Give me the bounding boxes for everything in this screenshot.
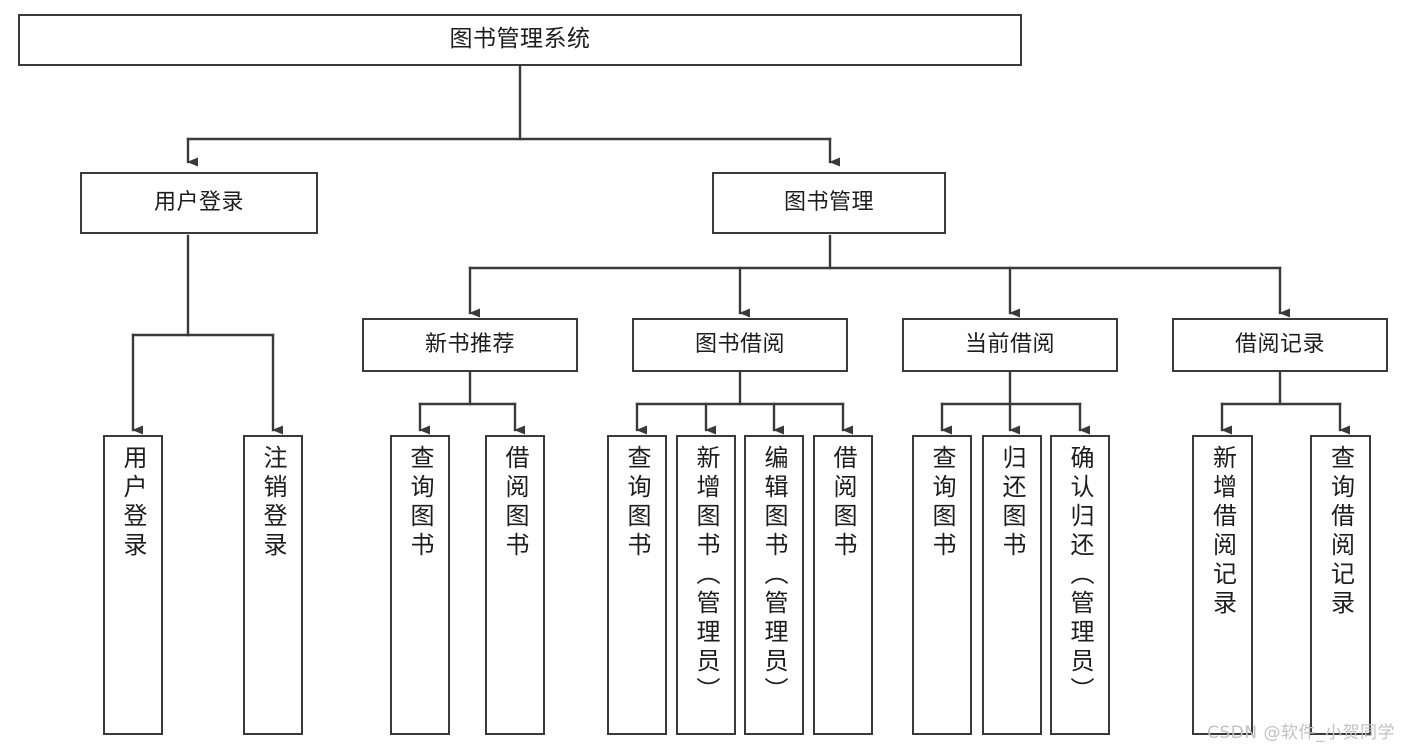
node-leaf-borrow-book-2-label: 借阅图书 <box>829 445 857 561</box>
node-leaf-query-book-2-label: 查询图书 <box>623 445 651 561</box>
node-user-login-label: 用户登录 <box>153 190 244 216</box>
node-leaf-confirm-return[interactable]: 确认归还（管理员） <box>1050 435 1110 735</box>
node-current-borrow[interactable]: 当前借阅 <box>902 318 1118 372</box>
node-leaf-logout-login-label: 注销登录 <box>259 445 287 561</box>
node-leaf-add-book-label: 新增图书（管理员） <box>692 445 720 706</box>
node-leaf-query-book-2[interactable]: 查询图书 <box>607 435 667 735</box>
node-book-management[interactable]: 图书管理 <box>712 172 946 234</box>
node-leaf-borrow-book-1-label: 借阅图书 <box>501 445 529 561</box>
node-leaf-query-book-3-label: 查询图书 <box>928 445 956 561</box>
node-leaf-query-record[interactable]: 查询借阅记录 <box>1310 435 1371 735</box>
node-leaf-query-book-1[interactable]: 查询图书 <box>390 435 450 735</box>
node-leaf-query-book-1-label: 查询图书 <box>406 445 434 561</box>
node-leaf-edit-book[interactable]: 编辑图书（管理员） <box>744 435 804 735</box>
node-current-borrow-label: 当前借阅 <box>964 332 1055 358</box>
node-leaf-edit-book-label: 编辑图书（管理员） <box>760 445 788 706</box>
node-new-book-recommend[interactable]: 新书推荐 <box>362 318 578 372</box>
node-new-book-recommend-label: 新书推荐 <box>424 332 515 358</box>
node-leaf-add-record[interactable]: 新增借阅记录 <box>1192 435 1253 735</box>
node-root[interactable]: 图书管理系统 <box>18 14 1022 66</box>
node-book-borrow[interactable]: 图书借阅 <box>632 318 848 372</box>
node-book-management-label: 图书管理 <box>783 190 874 216</box>
node-leaf-add-book[interactable]: 新增图书（管理员） <box>676 435 736 735</box>
node-leaf-borrow-book-2[interactable]: 借阅图书 <box>813 435 873 735</box>
node-leaf-user-login-label: 用户登录 <box>119 445 147 561</box>
watermark-text: CSDN @软件_小贺同学 <box>1207 723 1395 743</box>
node-borrow-record[interactable]: 借阅记录 <box>1172 318 1388 372</box>
node-leaf-return-book[interactable]: 归还图书 <box>982 435 1042 735</box>
node-leaf-query-record-label: 查询借阅记录 <box>1326 445 1355 619</box>
node-leaf-add-record-label: 新增借阅记录 <box>1208 445 1237 619</box>
node-book-borrow-label: 图书借阅 <box>694 332 785 358</box>
node-root-label: 图书管理系统 <box>449 26 591 53</box>
node-leaf-return-book-label: 归还图书 <box>998 445 1026 561</box>
node-leaf-logout-login[interactable]: 注销登录 <box>243 435 303 735</box>
node-leaf-confirm-return-label: 确认归还（管理员） <box>1066 445 1094 706</box>
node-leaf-user-login[interactable]: 用户登录 <box>103 435 163 735</box>
node-borrow-record-label: 借阅记录 <box>1234 332 1325 358</box>
node-leaf-borrow-book-1[interactable]: 借阅图书 <box>485 435 545 735</box>
node-leaf-query-book-3[interactable]: 查询图书 <box>912 435 972 735</box>
node-user-login[interactable]: 用户登录 <box>80 172 318 234</box>
